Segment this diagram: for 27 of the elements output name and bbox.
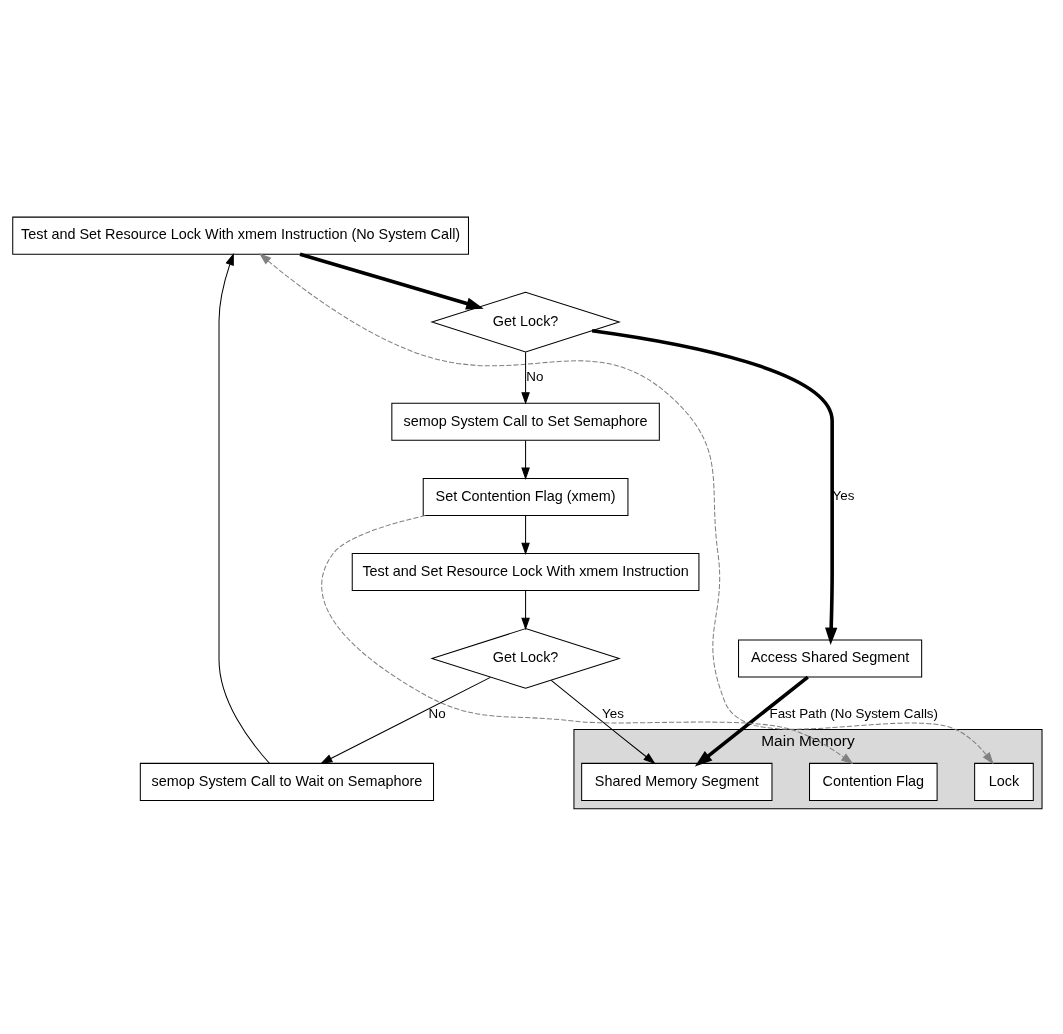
- node-box: Contention Flag: [809, 762, 938, 801]
- node-box: semop System Call to Wait on Semaphore: [139, 762, 435, 801]
- node-box: Access Shared Segment: [738, 639, 923, 678]
- arrow: [694, 675, 809, 767]
- arrow: [521, 590, 530, 631]
- edge-label: Yes: [602, 705, 624, 721]
- arrow: [521, 515, 530, 556]
- edge-label: No: [428, 705, 446, 721]
- node-box: Test and Set Resource Lock With xmem Instruction (No System Call): [12, 216, 469, 255]
- arrow: [218, 252, 270, 764]
- arrow: [321, 514, 854, 765]
- edge-label: Fast Path (No System Calls): [769, 705, 939, 721]
- arrow: [299, 252, 484, 310]
- arrow: [259, 253, 994, 765]
- node-box: Test and Set Resource Lock With xmem Instruction: [351, 553, 700, 592]
- arrow: [521, 440, 530, 480]
- arrow: [550, 679, 656, 765]
- node-diamond: Get Lock?: [430, 291, 621, 353]
- node-box: Lock: [974, 762, 1034, 801]
- node-box: semop System Call to Set Semaphore: [391, 402, 660, 441]
- node-box: Shared Memory Segment: [581, 762, 773, 801]
- arrow: [521, 351, 530, 405]
- edge-label: No: [526, 369, 544, 385]
- arrow: [591, 328, 838, 646]
- arrow: [320, 676, 491, 764]
- node-box: Set Contention Flag (xmem): [422, 477, 629, 516]
- node-diamond: Get Lock?: [430, 628, 621, 689]
